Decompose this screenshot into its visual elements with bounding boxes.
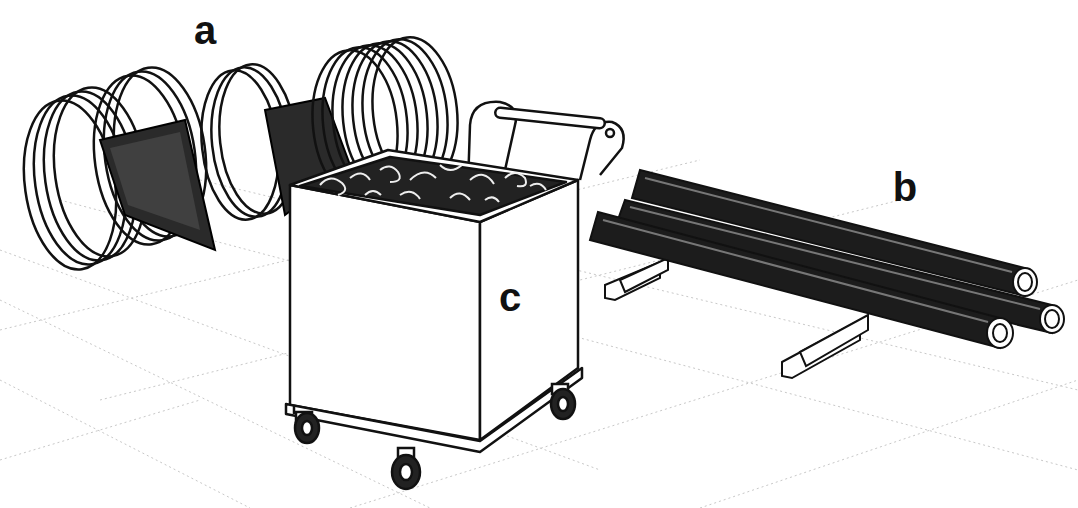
pipe — [590, 170, 1064, 348]
scrap-cart — [286, 150, 582, 452]
pipe-highlight — [603, 178, 1040, 322]
plate-shade — [110, 132, 200, 230]
wire-coil — [14, 62, 217, 276]
cart-wheel — [295, 384, 575, 489]
part-letter: a — [194, 10, 216, 50]
part-letter: c — [499, 277, 521, 317]
sheet-plate — [100, 120, 215, 250]
scrap-pieces — [320, 165, 546, 202]
part-letter: b — [893, 167, 917, 207]
